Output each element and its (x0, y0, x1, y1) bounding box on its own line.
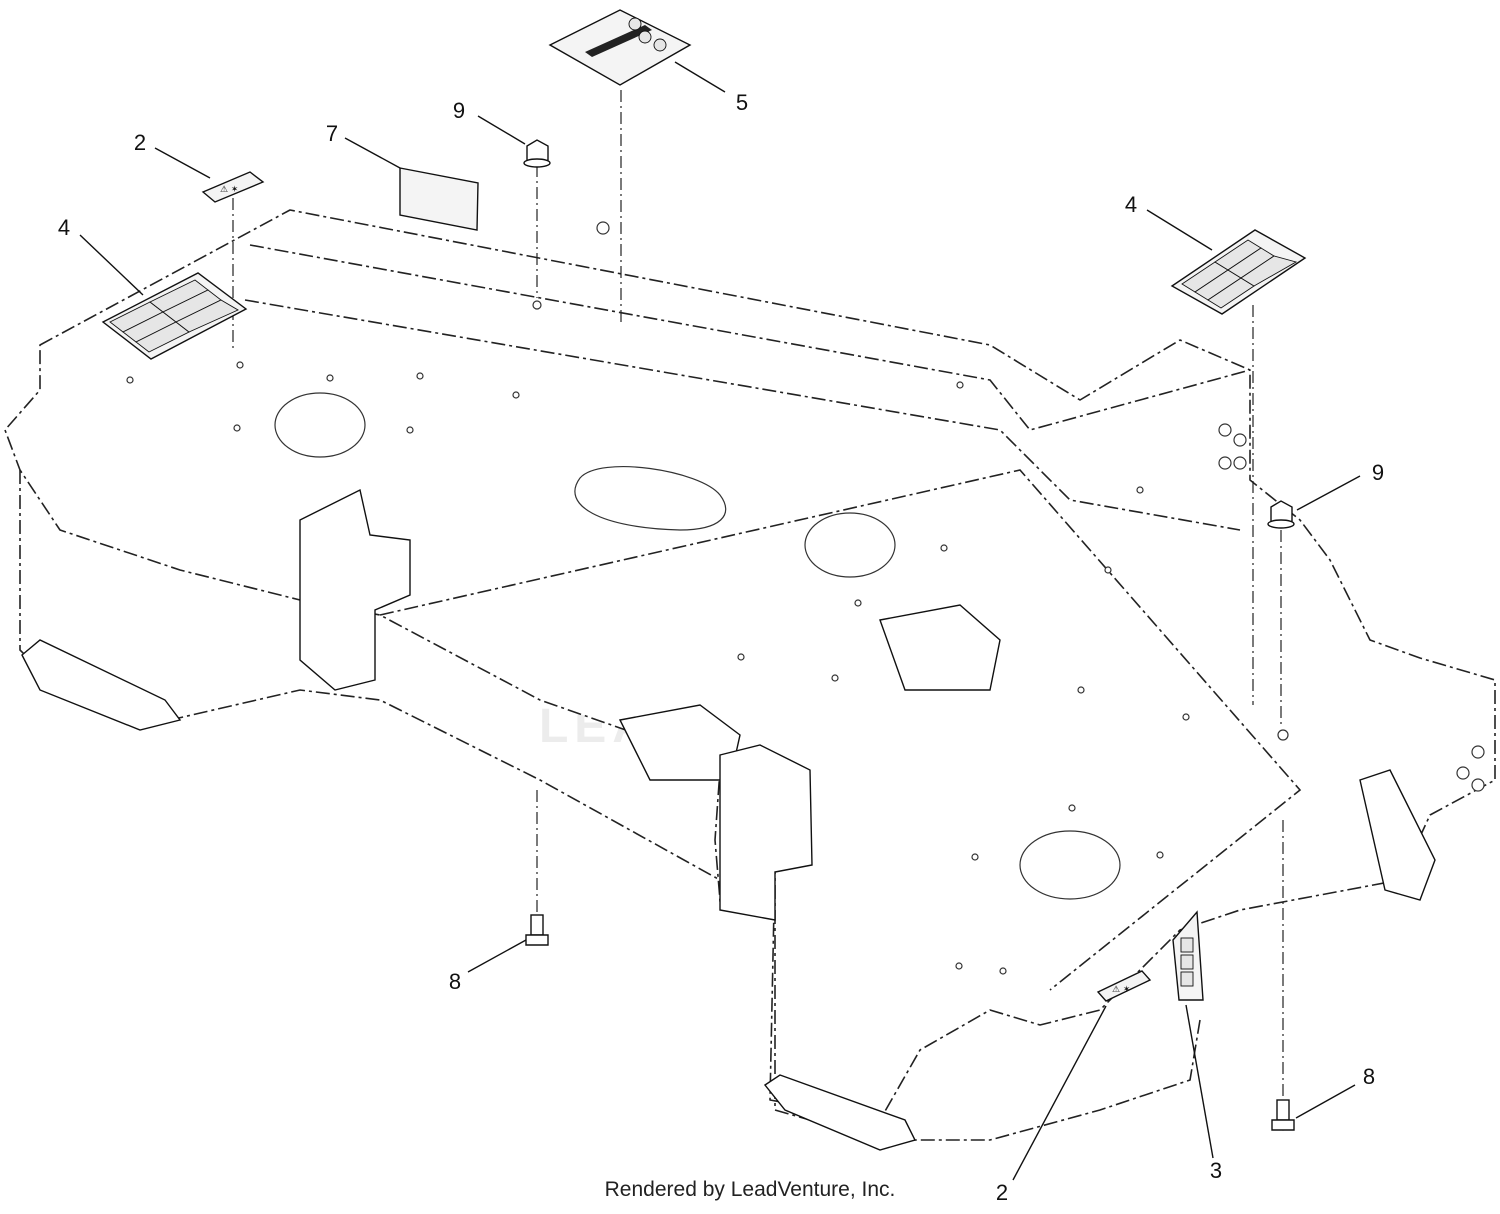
deck-hole (1077, 686, 1085, 694)
flange-nut-right (1267, 500, 1295, 529)
leader-8-right (1295, 1084, 1356, 1119)
deck-hole (406, 426, 414, 434)
deck-body (4, 209, 1496, 1141)
decal-2-bottom: ⚠ ✶ (1096, 970, 1152, 1002)
render-credit-text: Rendered by LeadVenture, Inc. (604, 1178, 896, 1201)
deck-hole (1218, 456, 1232, 470)
callout-2-top: 2 (134, 130, 146, 155)
leader-4-right (1146, 209, 1213, 251)
leader-5 (674, 61, 726, 93)
deck-hole (1471, 745, 1485, 759)
render-credit: Rendered by LeadVenture, Inc. (0, 1178, 1500, 1202)
callout-8-right: 8 (1363, 1064, 1375, 1089)
callout-7: 7 (326, 121, 338, 146)
deck-hole (1104, 566, 1112, 574)
center-slot (574, 466, 727, 531)
decal-7 (399, 167, 479, 231)
deck-hole (1136, 486, 1144, 494)
callout-5: 5 (736, 90, 748, 115)
leader-2-top (154, 147, 211, 179)
deck-hole (854, 599, 862, 607)
deck-hole (1233, 433, 1247, 447)
left-chute-guard (21, 639, 182, 731)
deck-hole (999, 967, 1007, 975)
bolt-left (525, 914, 549, 946)
leader-lines (79, 61, 1361, 1181)
callout-8-left: 8 (449, 969, 461, 994)
deck-hole (737, 653, 745, 661)
deck-hole (971, 853, 979, 861)
callout-9-right: 9 (1372, 460, 1384, 485)
decal-3 (1172, 910, 1204, 1001)
callout-4-right: 4 (1125, 192, 1137, 217)
svg-text:⚠ ✶: ⚠ ✶ (220, 185, 238, 195)
leader-7 (344, 137, 401, 169)
deck-hole (512, 391, 520, 399)
deck-hole (1233, 456, 1247, 470)
callout-2-bottom: 2 (996, 1180, 1008, 1205)
deck-hole (236, 361, 244, 369)
deck-right-skirt (774, 860, 1201, 1141)
decal-4-right (1170, 229, 1307, 315)
deck-hole (1218, 423, 1232, 437)
flange-nut-left (523, 139, 551, 168)
deck-hole (1182, 713, 1190, 721)
deck-hole (126, 376, 134, 384)
callout-4-left: 4 (58, 215, 70, 240)
deck-inner-rail (244, 299, 1241, 531)
spindle-opening-right (1019, 830, 1121, 900)
center-hanger (719, 744, 813, 921)
callout-3: 3 (1210, 1158, 1222, 1183)
deck-hole (1456, 766, 1470, 780)
hardware (523, 139, 1295, 1131)
deck-center-ridge (379, 469, 1302, 991)
deck-hole (1277, 729, 1289, 741)
leader-3 (1185, 1004, 1214, 1159)
center-bracket (879, 604, 1001, 691)
deck-hole (1068, 804, 1076, 812)
spindle-opening-left (274, 392, 366, 458)
deck-front-skirt (19, 470, 721, 905)
callout-labels: 2 7 9 5 4 4 9 8 2 3 8 (58, 90, 1384, 1205)
leader-9-right (1296, 475, 1361, 511)
deck-rear-rail (249, 244, 1251, 431)
deck-hole (233, 424, 241, 432)
decal-2-top: ⚠ ✶ (201, 171, 265, 203)
left-hanger (299, 488, 411, 691)
svg-text:⚠ ✶: ⚠ ✶ (1112, 985, 1130, 995)
leader-8-left (467, 939, 527, 973)
bolt-right (1271, 1099, 1295, 1131)
deck-hole (596, 221, 610, 235)
deck-top-surface (4, 209, 1496, 1121)
decal-5 (548, 9, 692, 86)
deck-holes (126, 221, 1485, 1131)
leader-2-bottom (1012, 1005, 1107, 1181)
deck-hole (956, 381, 964, 389)
deck-hole (1471, 778, 1485, 792)
right-hanger (1359, 769, 1436, 901)
decals: ⚠ ✶ ⚠ ✶ (101, 9, 1307, 1002)
assembly-centerlines (232, 90, 1284, 1100)
leader-9-left (477, 115, 526, 145)
deck-hole (1156, 851, 1164, 859)
callout-9-left: 9 (453, 98, 465, 123)
deck-hole (831, 674, 839, 682)
decal-4-left (101, 272, 248, 360)
deck-hangers (21, 488, 1436, 1151)
deck-hole (955, 962, 963, 970)
leader-4-left (79, 234, 144, 296)
right-chute-guard (763, 1074, 917, 1151)
deck-hole (532, 300, 542, 310)
deck-hole (416, 372, 424, 380)
spindle-opening-center (804, 512, 896, 578)
deck-hole (940, 544, 948, 552)
deck-hole (326, 374, 334, 382)
